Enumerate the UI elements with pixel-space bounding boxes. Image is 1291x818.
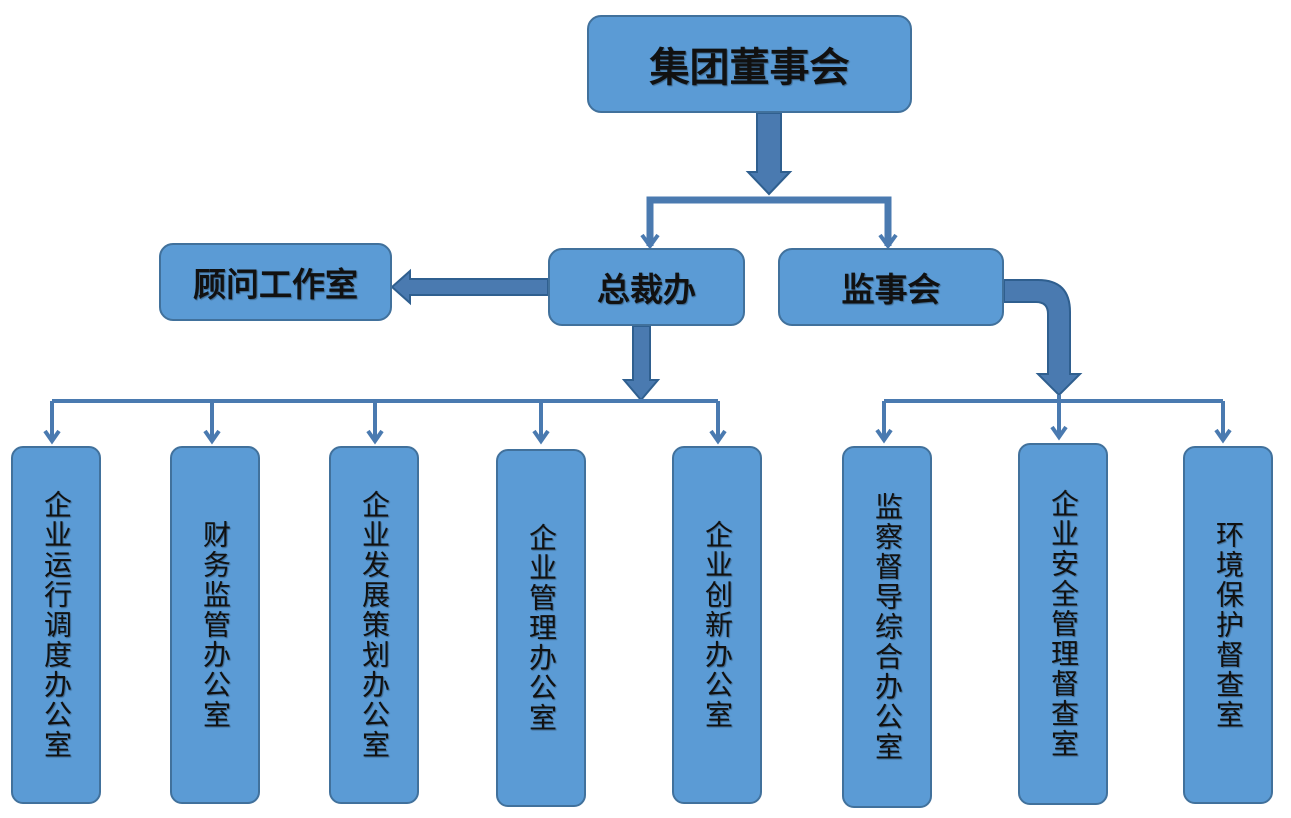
board-node: 集团董事会 [587, 15, 912, 113]
arrowhead-to-president [640, 233, 660, 250]
supervisory-board-node: 监事会 [778, 248, 1004, 326]
president-office-label: 总裁办 [597, 270, 696, 309]
department-node-inspection-supervision: 监察督导综合办公室 [842, 446, 932, 808]
department-label: 财务监管办公室 [199, 520, 232, 730]
branch-drop-lines-right [875, 395, 1232, 444]
department-node-finance-supervision: 财务监管办公室 [170, 446, 260, 804]
department-label: 企业创新办公室 [701, 520, 734, 730]
advisor-office-node: 顾问工作室 [159, 243, 392, 321]
department-node-development-planning: 企业发展策划办公室 [329, 446, 419, 804]
supervisory-curved-arrow [1003, 279, 1083, 397]
president-down-arrow [621, 325, 661, 402]
department-label: 监察督导综合办公室 [871, 492, 904, 762]
department-node-management: 企业管理办公室 [496, 449, 586, 807]
department-node-safety-inspection: 企业安全管理督查室 [1018, 443, 1108, 805]
board-label: 集团董事会 [649, 45, 850, 91]
department-node-innovation: 企业创新办公室 [672, 446, 762, 804]
department-label: 企业安全管理督查室 [1047, 489, 1080, 759]
department-node-operations-dispatch: 企业运行调度办公室 [11, 446, 101, 804]
president-office-node: 总裁办 [548, 248, 745, 326]
arrowhead-to-supervisory [878, 233, 898, 250]
department-label: 企业管理办公室 [525, 523, 558, 733]
advisor-office-label: 顾问工作室 [193, 265, 358, 304]
branch-drop-lines-left [43, 401, 727, 445]
department-label: 企业发展策划办公室 [358, 490, 391, 760]
supervisory-board-label: 监事会 [841, 270, 941, 309]
board-branch-bar [646, 196, 892, 246]
department-node-environmental-inspection: 环境保护督查室 [1183, 446, 1273, 804]
department-label: 环境保护督查室 [1212, 520, 1245, 730]
board-down-arrow [745, 112, 793, 196]
president-to-advisor-arrow [390, 268, 549, 306]
department-label: 企业运行调度办公室 [40, 490, 73, 760]
